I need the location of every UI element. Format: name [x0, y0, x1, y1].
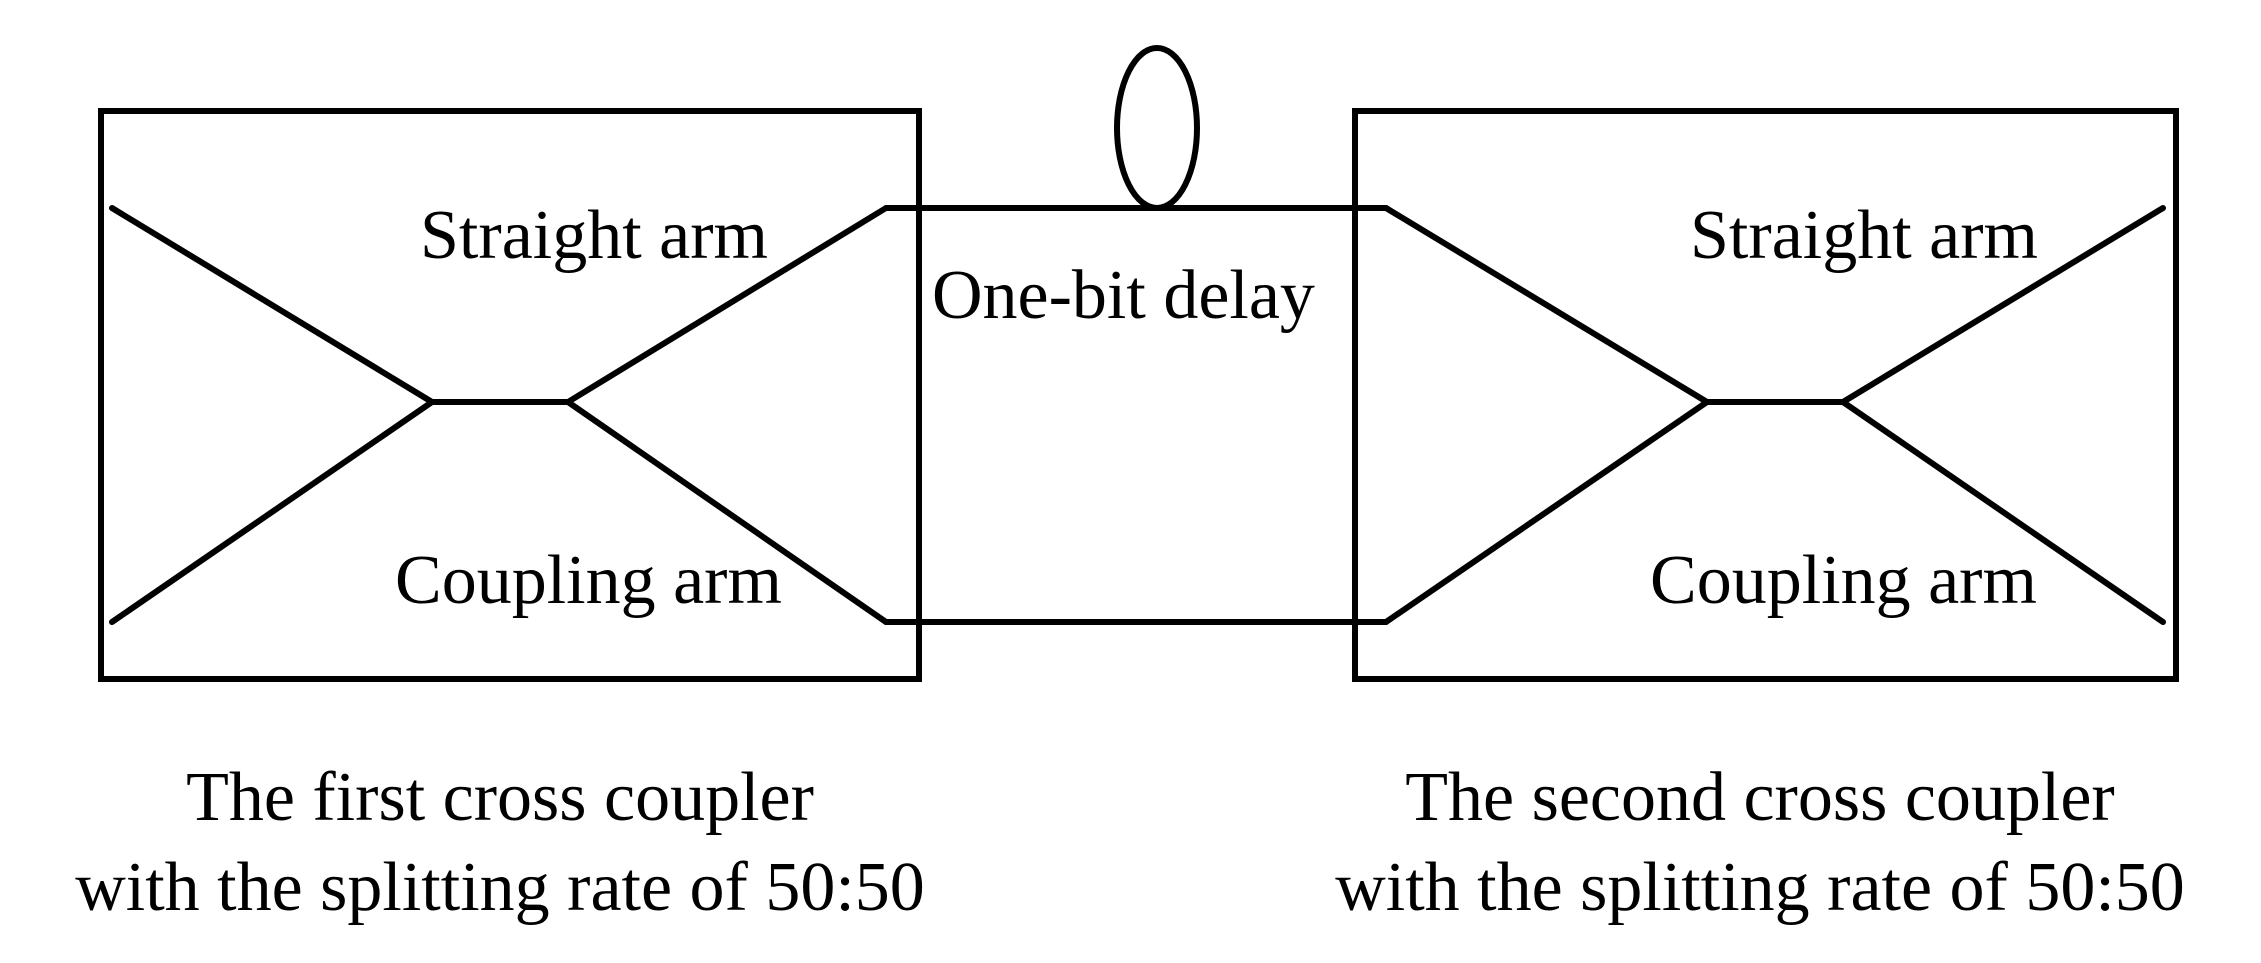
- delay-loop: [1114, 45, 1200, 211]
- first-coupler-straight-arm: [565, 205, 889, 405]
- first-coupler-coupling-arm: [565, 399, 889, 625]
- second-coupler-straight-arm-label: Straight arm: [1690, 197, 2038, 274]
- second-cross-coupler: Straight arm Coupling arm: [1352, 108, 2179, 682]
- second-coupler-caption-line1: The second cross coupler: [1405, 759, 2114, 836]
- first-coupler-caption-line1: The first cross coupler: [186, 759, 814, 836]
- second-coupler-coupling-arm-label: Coupling arm: [1650, 542, 2037, 619]
- first-coupler-caption-line2: with the splitting rate of 50:50: [75, 849, 925, 926]
- second-coupler-box: [1352, 108, 2179, 682]
- first-coupler-box: [98, 108, 922, 682]
- second-coupler-straight-arm-input: [1383, 205, 1710, 405]
- first-coupler-upper-left-branch: [109, 205, 435, 405]
- second-coupler-upper-right-branch: [1840, 205, 2166, 405]
- second-coupler-caption-line2: with the splitting rate of 50:50: [1335, 849, 2185, 926]
- second-coupler-coupling-arm-input: [1383, 399, 1710, 625]
- second-coupler-lower-right-branch: [1840, 399, 2166, 625]
- delay-label: One-bit delay: [932, 257, 1315, 334]
- first-coupler-lower-left-branch: [109, 399, 435, 625]
- captions: The first cross coupler with the splitti…: [75, 759, 2185, 926]
- one-bit-delay-section: One-bit delay: [883, 45, 1389, 625]
- first-cross-coupler: Straight arm Coupling arm: [98, 108, 922, 682]
- first-coupler-coupling-arm-label: Coupling arm: [395, 542, 782, 619]
- first-coupler-straight-arm-label: Straight arm: [420, 197, 768, 274]
